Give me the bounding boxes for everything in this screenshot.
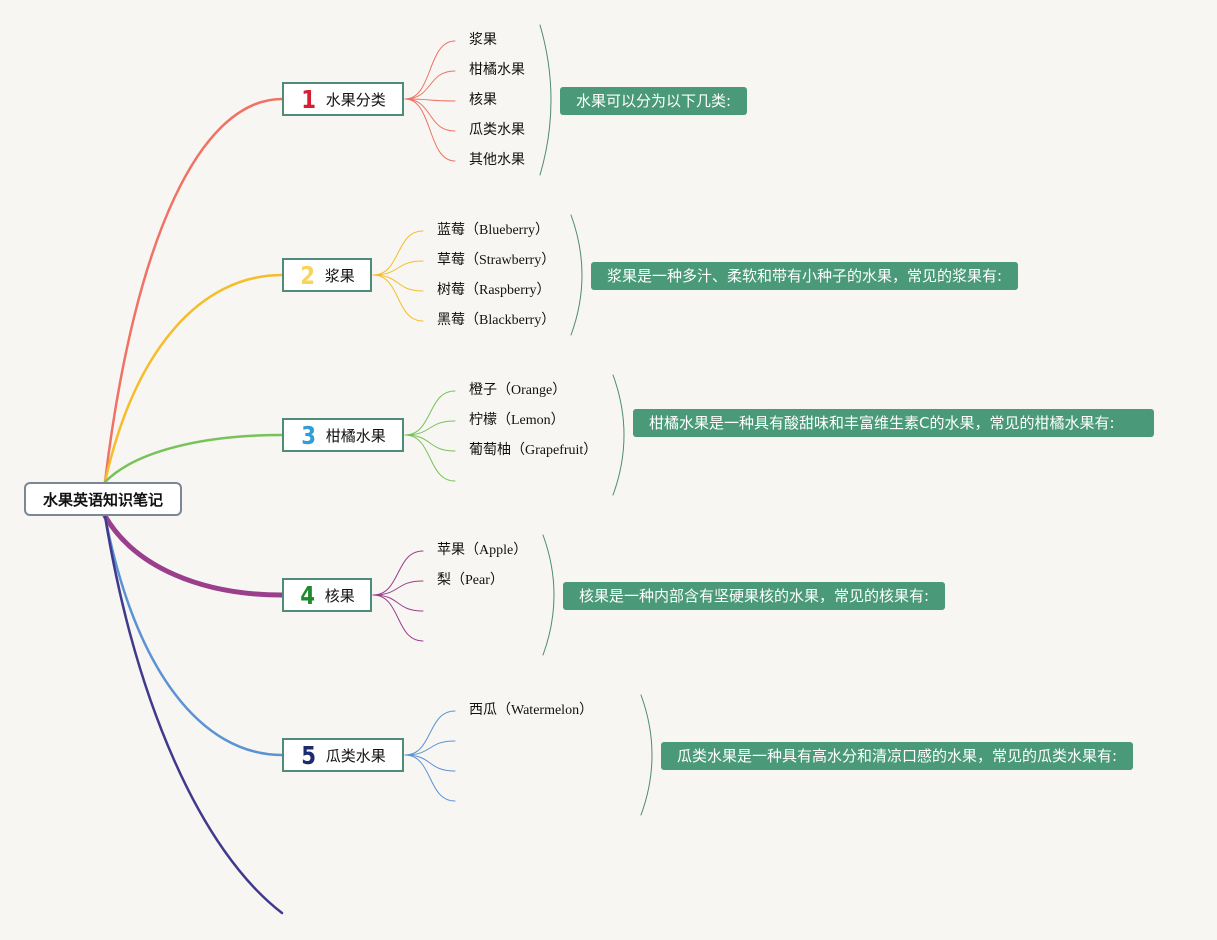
branch-5-title: 瓜类水果 (325, 746, 386, 765)
branch-3-link (103, 433, 284, 484)
branch-2-leaf-link-4 (372, 274, 424, 322)
branch-5-leaf-link-3 (404, 754, 456, 772)
branch-2-topic[interactable]: 2 浆果 (282, 258, 372, 292)
number-badge-4: 4 (300, 580, 316, 610)
branch-5-item-1[interactable]: 西瓜（Watermelon） (469, 703, 594, 718)
branch-4-leaf-link-3 (372, 594, 424, 612)
branch-2-note-bracket (570, 214, 583, 336)
branch-2-leaf-link-3 (372, 274, 424, 292)
branch-4-note-bracket (542, 534, 555, 656)
branch-5-note-bracket (640, 694, 653, 816)
branch-4-topic[interactable]: 4 核果 (282, 578, 372, 612)
branch-2-note[interactable]: 浆果是一种多汁、柔软和带有小种子的水果，常见的浆果有: (591, 262, 1019, 290)
branch-4-note[interactable]: 核果是一种内部含有坚硬果核的水果，常见的核果有: (563, 582, 946, 610)
branch-5-link (103, 514, 284, 757)
branch-1-leaf-link-4 (404, 98, 456, 132)
branch-1-leaf-link-5 (404, 98, 456, 162)
branch-1-link (103, 97, 284, 484)
branch-2-title: 浆果 (324, 266, 355, 285)
number-badge-1: 1 (301, 84, 317, 114)
number-badge-5: 5 (301, 740, 317, 770)
branch-6-link (103, 514, 284, 915)
branch-1-leaf-link-2 (404, 70, 456, 100)
branch-3-note-bracket (612, 374, 625, 496)
number-badge-3: 3 (301, 420, 317, 450)
branch-4-title: 核果 (324, 586, 355, 605)
branch-3-leaf-link-1 (404, 390, 456, 436)
branch-4-leaf-link-4 (372, 594, 424, 642)
branch-5-leaf-link-4 (404, 754, 456, 802)
branch-5-note[interactable]: 瓜类水果是一种具有高水分和清凉口感的水果，常见的瓜类水果有: (661, 742, 1134, 770)
branch-2-item-4[interactable]: 黑莓（Blackberry） (437, 313, 556, 328)
branch-3-item-3[interactable]: 葡萄柚（Grapefruit） (469, 443, 598, 458)
branch-5-leaf-link-1 (404, 710, 456, 756)
branch-4-link (102, 513, 285, 598)
branch-4-leaf-link-2 (372, 580, 424, 596)
branch-4-item-1[interactable]: 苹果（Apple） (437, 543, 528, 558)
branch-1-leaf-link-1 (404, 40, 456, 100)
root-topic[interactable]: 水果英语知识笔记 (24, 482, 182, 516)
branch-1-item-1[interactable]: 浆果 (469, 33, 497, 48)
branch-3-note[interactable]: 柑橘水果是一种具有酸甜味和丰富维生素C的水果，常见的柑橘水果有: (633, 409, 1154, 437)
branch-2-link (103, 273, 284, 484)
branch-3-title: 柑橘水果 (325, 426, 386, 445)
branch-3-item-2[interactable]: 柠檬（Lemon） (469, 413, 565, 428)
branch-1-topic[interactable]: 1 水果分类 (282, 82, 404, 116)
branch-4-leaf-link-1 (372, 550, 424, 596)
branch-2-item-2[interactable]: 草莓（Strawberry） (437, 253, 556, 268)
branch-1-title: 水果分类 (325, 90, 386, 109)
branch-2-leaf-link-2 (372, 260, 424, 276)
branch-1-item-2[interactable]: 柑橘水果 (469, 63, 525, 78)
branch-1-item-4[interactable]: 瓜类水果 (469, 123, 525, 138)
branch-3-item-1[interactable]: 橙子（Orange） (469, 383, 567, 398)
branch-3-leaf-link-4 (404, 434, 456, 482)
branch-5-leaf-link-2 (404, 740, 456, 756)
branch-1-item-3[interactable]: 核果 (469, 93, 497, 108)
number-badge-2: 2 (300, 260, 316, 290)
branch-1-leaf-link-3 (404, 98, 456, 102)
branch-2-leaf-link-1 (372, 230, 424, 276)
branch-1-note[interactable]: 水果可以分为以下几类: (560, 87, 748, 115)
branch-3-leaf-link-3 (404, 434, 456, 452)
branch-1-item-5[interactable]: 其他水果 (469, 153, 525, 168)
branch-1-note-bracket (539, 24, 552, 176)
branch-3-topic[interactable]: 3 柑橘水果 (282, 418, 404, 452)
branch-2-item-3[interactable]: 树莓（Raspberry） (437, 283, 551, 298)
branch-3-leaf-link-2 (404, 420, 456, 436)
branch-4-item-2[interactable]: 梨（Pear） (437, 573, 504, 588)
branch-2-item-1[interactable]: 蓝莓（Blueberry） (437, 223, 549, 238)
root-topic-label: 水果英语知识笔记 (42, 490, 163, 509)
branch-5-topic[interactable]: 5 瓜类水果 (282, 738, 404, 772)
